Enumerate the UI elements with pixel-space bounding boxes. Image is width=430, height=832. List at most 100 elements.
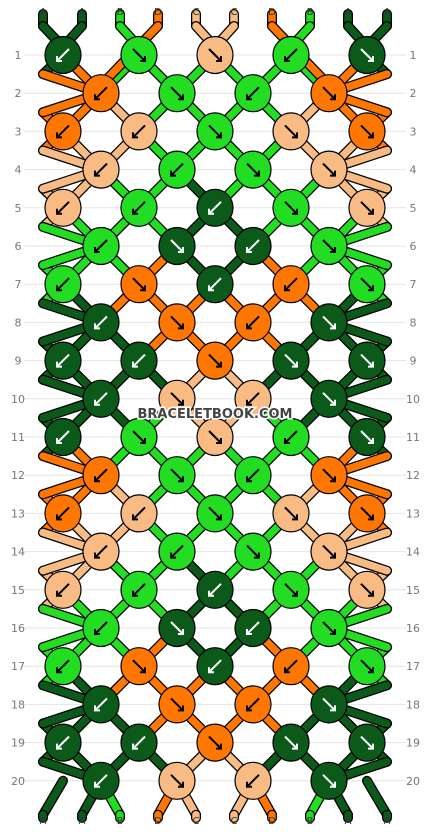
arrow-down-left-icon — [284, 659, 298, 673]
arrow-head — [132, 514, 138, 521]
knot — [196, 35, 234, 75]
arrow-head — [94, 552, 100, 559]
arrow-head — [208, 285, 214, 292]
strand-label-bottom: D — [268, 816, 276, 827]
knot — [158, 226, 196, 266]
arrow-head — [368, 590, 374, 597]
arrow-head — [246, 94, 252, 101]
arrow-head — [56, 438, 62, 444]
arrow-head — [178, 247, 184, 253]
arrow-down-left-icon — [246, 621, 260, 635]
row-label-right: 19 — [406, 737, 420, 750]
knot — [158, 379, 196, 418]
row-label-left: 9 — [15, 355, 22, 368]
row-label-left: 15 — [11, 584, 25, 597]
strand-label-top: B — [307, 7, 314, 18]
row-label-left: 3 — [15, 125, 22, 138]
arrow-down-left-icon — [94, 621, 108, 635]
knot — [348, 188, 386, 227]
arrow-down-right-icon — [322, 621, 336, 635]
knot — [196, 341, 234, 380]
arrow-head — [330, 323, 336, 330]
arrow-down-left-icon — [132, 124, 146, 139]
knot — [44, 188, 82, 227]
knot — [44, 647, 82, 686]
arrow-head — [368, 743, 374, 750]
knot — [348, 570, 386, 609]
knot — [196, 723, 234, 762]
knot — [310, 608, 348, 648]
strand-label-bottom: C — [231, 816, 238, 827]
row-label-right: 20 — [406, 775, 420, 788]
arrow-down-right-icon — [284, 124, 298, 139]
knot — [44, 341, 82, 380]
arrow-down-left-icon — [94, 315, 108, 330]
arrow-down-right-icon — [322, 774, 336, 788]
arrow-down-left-icon — [246, 774, 260, 788]
arrow-head — [292, 361, 298, 368]
knot — [310, 761, 348, 800]
arrow-down-right-icon — [208, 430, 222, 444]
arrow-down-right-icon — [208, 506, 222, 521]
knot — [310, 532, 348, 571]
arrow-head — [216, 361, 222, 368]
arrow-head — [208, 590, 214, 597]
knot — [234, 303, 272, 342]
arrow-down-left-icon — [208, 583, 222, 597]
arrow-head — [216, 438, 222, 444]
arrow-head — [284, 285, 290, 292]
arrow-head — [132, 743, 138, 750]
arrow-head — [216, 514, 222, 521]
arrow-down-left-icon — [132, 353, 146, 368]
arrow-down-right-icon — [284, 201, 298, 215]
arrow-down-right-icon — [360, 430, 374, 444]
arrow-down-left-icon — [284, 430, 298, 444]
arrow-down-right-icon — [322, 697, 336, 712]
arrow-down-left-icon — [56, 506, 70, 521]
arrow-head — [208, 208, 214, 215]
arrow-down-right-icon — [170, 697, 184, 712]
row-label-right: 4 — [410, 164, 417, 177]
arrow-head — [132, 361, 138, 368]
arrow-head — [56, 132, 62, 139]
arrow-down-right-icon — [360, 124, 374, 139]
arrow-head — [178, 629, 184, 635]
strand-label-top: B — [117, 7, 124, 18]
knot — [82, 74, 120, 113]
row-label-left: 20 — [11, 775, 25, 788]
arrow-head — [246, 705, 252, 712]
strand-label-bottom: C — [193, 816, 200, 827]
arrow-head — [94, 170, 100, 177]
arrow-down-left-icon — [56, 48, 70, 62]
arrow-down-right-icon — [360, 659, 374, 673]
arrow-down-right-icon — [322, 86, 336, 100]
row-label-left: 5 — [15, 202, 22, 215]
row-label-left: 19 — [11, 737, 25, 750]
row-label-right: 6 — [410, 240, 417, 253]
knot — [272, 417, 310, 457]
arrow-head — [94, 781, 100, 788]
arrow-down-left-icon — [56, 735, 70, 750]
row-label-right: 14 — [406, 546, 420, 559]
strand-label-bottom: A — [40, 816, 47, 827]
arrow-head — [140, 438, 146, 444]
arrow-down-right-icon — [170, 86, 184, 100]
strand-label-top: D — [268, 7, 276, 18]
knot — [44, 112, 82, 151]
knot — [310, 303, 348, 342]
arrow-head — [246, 476, 252, 483]
arrow-down-left-icon — [246, 392, 260, 406]
strand-segment — [39, 777, 67, 819]
knot — [120, 35, 158, 75]
arrow-down-left-icon — [94, 468, 108, 482]
knot — [120, 341, 158, 380]
arrow-head — [216, 132, 222, 139]
row-label-left: 14 — [11, 546, 25, 559]
knot — [310, 226, 348, 266]
knot — [310, 456, 348, 495]
arrow-down-left-icon — [132, 583, 146, 597]
arrow-down-left-icon — [284, 277, 298, 291]
knot — [120, 188, 158, 227]
arrow-down-left-icon — [208, 277, 222, 291]
